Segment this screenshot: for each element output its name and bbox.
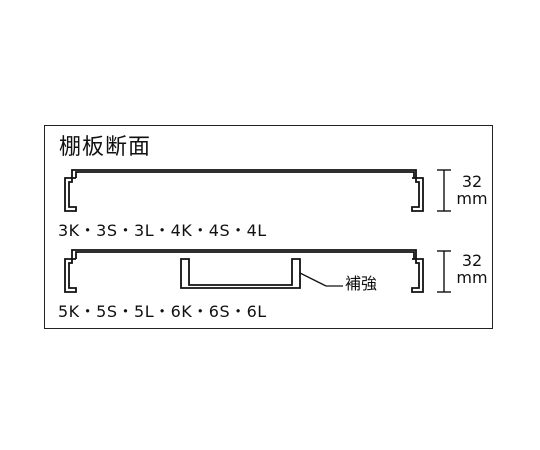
dimension-marker-2 <box>437 250 451 293</box>
dimension-label-2: 32 mm <box>452 252 492 286</box>
shelf-profile-1 <box>64 169 424 212</box>
dimension-label-1: 32 mm <box>452 173 492 207</box>
model-list-2: 5K・5S・5L・6K・6S・6L <box>58 302 267 321</box>
dimension-value-2: 32 <box>461 251 483 270</box>
diagram-frame <box>44 125 493 329</box>
dimension-value-1: 32 <box>461 172 483 191</box>
reinforcement-channel <box>180 258 301 289</box>
shelf-profile-2 <box>64 249 424 293</box>
dimension-marker-1 <box>437 169 451 212</box>
dimension-unit-2: mm <box>456 268 488 287</box>
diagram-title: 棚板断面 <box>59 135 152 160</box>
model-list-1: 3K・3S・3L・4K・4S・4L <box>58 221 267 240</box>
dimension-unit-1: mm <box>456 189 488 208</box>
reinforcement-leader-line <box>299 272 343 287</box>
reinforcement-label: 補強 <box>345 274 378 293</box>
